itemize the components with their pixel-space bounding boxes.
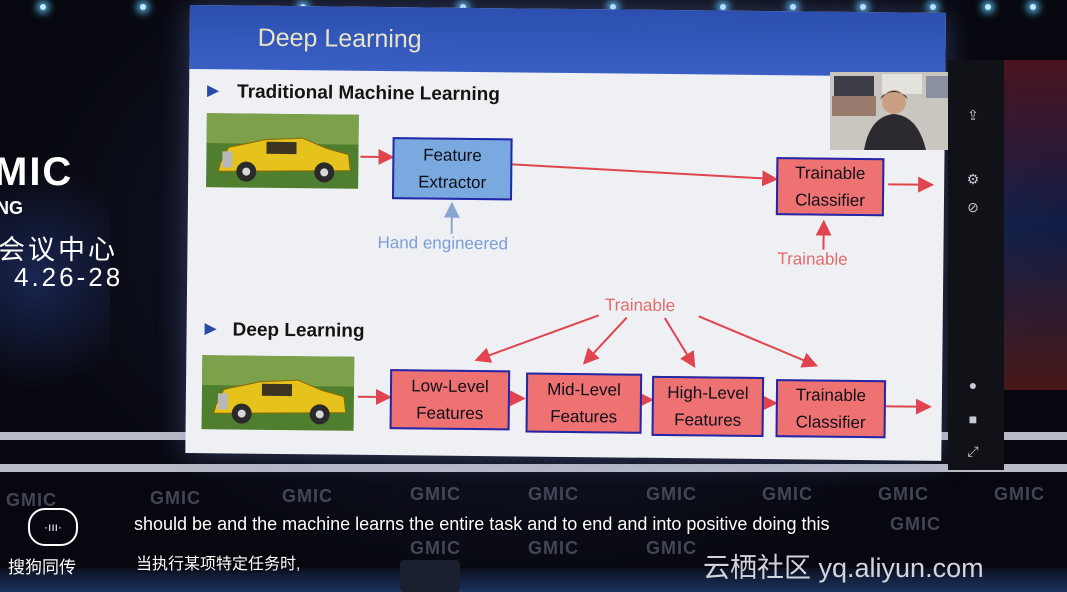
- left-screen-glow: [0, 110, 110, 390]
- presenter-webcam: [830, 72, 968, 150]
- stage-floor: [0, 568, 1067, 592]
- share-screen-icon[interactable]: ⇪: [967, 107, 979, 123]
- gmic-logo: GMIC: [878, 484, 929, 504]
- stage-light: [1030, 4, 1036, 10]
- trainable-label: Trainable: [777, 249, 848, 269]
- sogou-label: 搜狗同传: [8, 558, 76, 577]
- subtitle-chinese: 当执行某项特定任务时,: [136, 556, 301, 573]
- stage-light: [790, 4, 796, 10]
- gmic-logo: GMIC: [762, 484, 813, 504]
- stage-light: [610, 4, 616, 10]
- site-watermark: 云栖社区 yq.aliyun.com: [703, 553, 984, 583]
- box-line: Trainable: [795, 163, 866, 184]
- venue-date: | 4.26-28: [0, 262, 124, 292]
- projected-slide: Deep Learning Traditional Machine Learni…: [185, 5, 946, 461]
- box-line: Trainable: [795, 385, 867, 406]
- bullet-triangle-icon: [204, 323, 217, 336]
- venue-place: 会议中心: [0, 235, 118, 265]
- gmic-logo: GMIC: [150, 488, 201, 508]
- gmic-logo: GMIC: [646, 484, 697, 504]
- yellow-car-image: [206, 113, 359, 189]
- trainable-label: Trainable: [604, 295, 676, 316]
- box-line: Extractor: [418, 172, 487, 193]
- box-line: Features: [674, 410, 742, 430]
- diagram-arrows: [357, 148, 935, 415]
- stage-light: [40, 4, 46, 10]
- stage-light: [860, 4, 866, 10]
- gmic-logo: GMIC: [528, 538, 579, 558]
- hand-engineered-label: Hand engineered: [377, 232, 509, 254]
- box-line: Features: [416, 403, 484, 424]
- stage-light: [985, 4, 991, 10]
- venue-brand-small: NG: [0, 198, 23, 218]
- backdrop-logo-wall: GMIC GMIC GMIC GMIC GMIC GMIC GMIC GMIC …: [0, 478, 1067, 568]
- stage-light: [720, 4, 726, 10]
- microphone-icon[interactable]: ●: [968, 377, 978, 393]
- gmic-logo: GMIC: [994, 484, 1045, 504]
- right-screen-glow: [997, 60, 1067, 390]
- box-line: Classifier: [795, 412, 866, 433]
- settings-icon[interactable]: ⚙: [966, 171, 980, 187]
- subtitle-english: should be and the machine learns the ent…: [134, 514, 830, 534]
- yellow-car-image: [201, 355, 355, 431]
- box-line: Mid-Level: [547, 379, 621, 400]
- presenter-video: [830, 72, 968, 150]
- gmic-logo: GMIC: [890, 514, 941, 534]
- exit-fullscreen-icon[interactable]: ⤢: [967, 443, 979, 459]
- venue-brand: MIC: [0, 150, 74, 194]
- box-line: Classifier: [794, 190, 866, 211]
- gmic-logo: GMIC: [6, 490, 57, 510]
- box-line: Feature: [423, 145, 482, 166]
- box-line: Low-Level: [411, 376, 489, 397]
- car-photo: [201, 355, 355, 431]
- gmic-logo: GMIC: [410, 484, 461, 504]
- meeting-toolbar: ⇪ ⚙ ⊘ ● ■ ⤢: [948, 60, 1004, 470]
- sound-wave-icon: ·ııı·: [28, 508, 78, 546]
- gmic-logo: GMIC: [282, 486, 333, 506]
- remote-control-icon[interactable]: ⊘: [967, 199, 979, 215]
- gmic-logo: GMIC: [410, 538, 461, 558]
- podium-microphone: [400, 560, 460, 592]
- gmic-logo: GMIC: [528, 484, 579, 504]
- gmic-logo: GMIC: [646, 538, 697, 558]
- box-line: High-Level: [667, 383, 749, 403]
- led-strip: [0, 464, 1067, 472]
- stage-light: [140, 4, 146, 10]
- camera-icon[interactable]: ■: [968, 411, 978, 427]
- deep-learning-heading: Deep Learning: [232, 319, 365, 342]
- box-line: Features: [550, 406, 618, 427]
- car-photo: [206, 113, 359, 189]
- stage-light: [930, 4, 936, 10]
